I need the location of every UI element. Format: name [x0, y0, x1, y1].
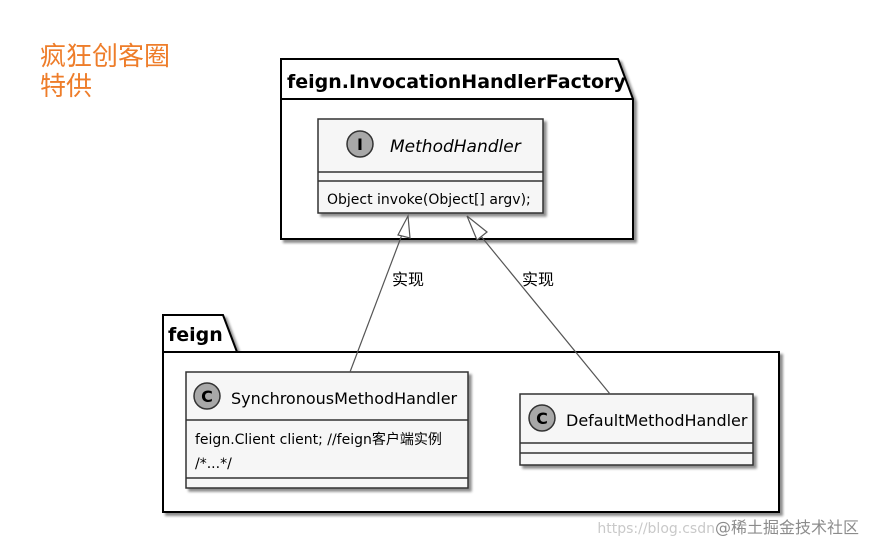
class-name-method-handler: MethodHandler — [390, 137, 522, 157]
corner-watermark: 疯狂创客圈 特供 — [40, 42, 171, 102]
bottom-watermark: https://blog.csdn@稀土掘金技术社区 — [597, 514, 859, 538]
class-stereotype-letter: C — [201, 387, 213, 406]
class-box-synchronous-method-handler — [185, 371, 469, 489]
package-title-inner: feign — [168, 324, 223, 346]
csdn-watermark: https://blog.csdn — [597, 521, 715, 537]
class-name-synchronous-method-handler: SynchronousMethodHandler — [231, 389, 458, 408]
interface-stereotype-icon — [346, 130, 374, 158]
field-feign-client: feign.Client client; //feign客户端实例 — [195, 431, 442, 448]
class-box-default-method-handler — [519, 393, 754, 466]
interface-stereotype-letter: I — [357, 135, 363, 154]
realization-edge-sync — [349, 213, 411, 373]
juejin-watermark: @稀土掘金技术社区 — [714, 518, 859, 537]
field-ellipsis-comment: /*...*/ — [195, 456, 232, 472]
package-title-outer: feign.InvocationHandlerFactory — [287, 71, 626, 93]
class-stereotype-icon — [528, 404, 556, 432]
relation-label-left: 实现 — [392, 270, 424, 289]
class-stereotype-icon — [193, 382, 221, 410]
realization-edge-default — [466, 215, 611, 395]
method-invoke: Object invoke(Object[] argv); — [327, 192, 531, 208]
class-name-default-method-handler: DefaultMethodHandler — [566, 411, 748, 430]
relation-label-right: 实现 — [522, 270, 554, 289]
class-stereotype-letter: C — [536, 409, 548, 428]
